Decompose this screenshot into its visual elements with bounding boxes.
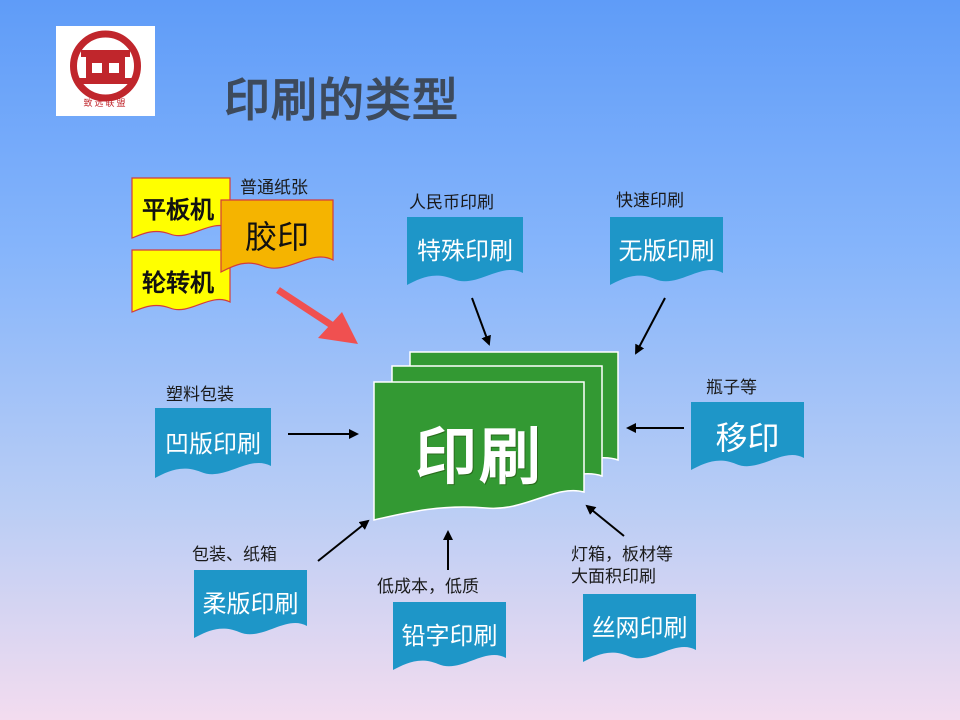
type-box-gravure: 凹版印刷: [155, 408, 271, 482]
plateless-note: 快速印刷: [616, 191, 684, 211]
type-label: 丝网印刷: [591, 614, 688, 642]
arrow-flexo: [317, 519, 370, 562]
center-label: 印刷: [414, 420, 543, 493]
highlight-arrow: [276, 287, 358, 344]
type-box-screen: 丝网印刷: [583, 594, 696, 666]
type-label: 柔版印刷: [202, 590, 299, 618]
screen-note: 灯箱，板材等 大面积印刷: [571, 544, 673, 588]
offset-label: 胶印: [244, 218, 309, 256]
screen-note-line: 灯箱，板材等: [571, 545, 673, 565]
type-label: 特殊印刷: [417, 237, 513, 265]
type-box-flexo: 柔版印刷: [194, 570, 307, 642]
center-printing-box: 印刷: [373, 351, 620, 522]
center-pages-shape: [373, 351, 619, 521]
screen-note-line: 大面积印刷: [571, 567, 656, 587]
pad-note: 瓶子等: [706, 378, 757, 398]
type-box-letterpress: 铅字印刷: [393, 602, 506, 674]
logo-text: 致远联盟: [83, 99, 128, 109]
offset-box: 胶印: [220, 199, 334, 274]
machine-label: 平板机: [142, 195, 214, 224]
arrow-screen: [585, 504, 625, 537]
type-label: 凹版印刷: [165, 430, 261, 458]
type-label: 无版印刷: [618, 237, 715, 265]
arrow-special: [471, 297, 491, 346]
type-box-special: 特殊印刷: [407, 217, 523, 289]
special-note: 人民币印刷: [409, 193, 494, 213]
machine-label: 轮转机: [142, 268, 214, 297]
letterpress-note: 低成本，低质: [377, 577, 479, 597]
type-label: 移印: [715, 419, 780, 457]
type-label: 铅字印刷: [401, 622, 498, 650]
machine-box-rotary: 轮转机: [131, 249, 231, 314]
offset-note: 普通纸张: [240, 178, 308, 198]
arrow-plateless: [635, 297, 666, 355]
type-box-plateless: 无版印刷: [610, 217, 723, 289]
flexo-note: 包装、纸箱: [192, 545, 277, 565]
machine-box-flatbed: 平板机: [131, 177, 231, 240]
logo-emblem-icon: [70, 30, 141, 102]
gravure-note: 塑料包装: [166, 385, 234, 405]
type-box-pad: 移印: [691, 402, 804, 474]
logo: 致远联盟: [56, 26, 155, 116]
page-title: 印刷的类型: [224, 73, 459, 127]
